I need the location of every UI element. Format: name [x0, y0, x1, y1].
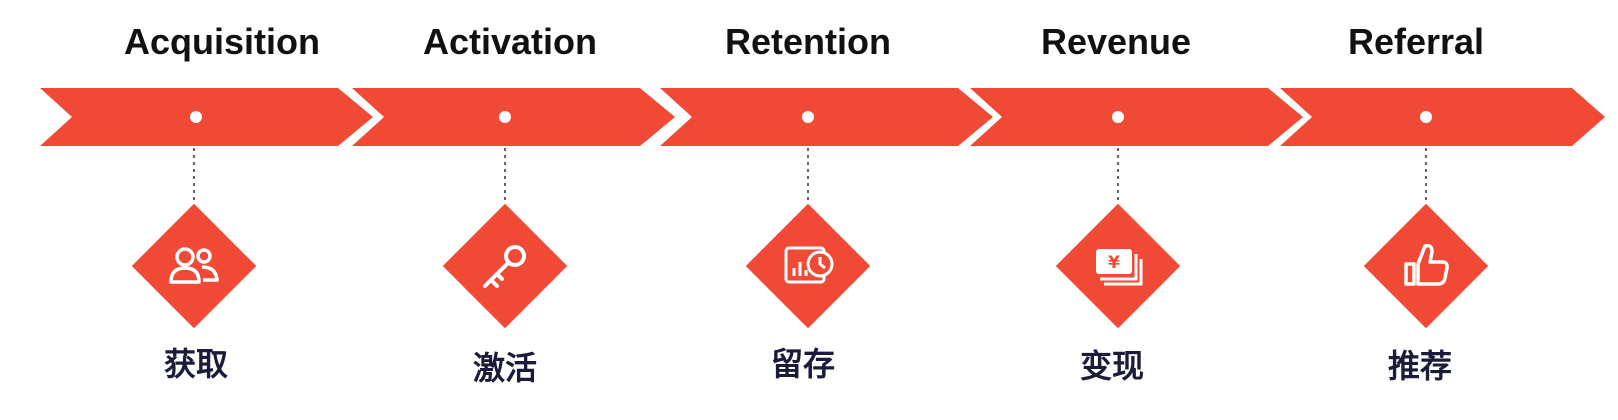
stage-label-cn: 推荐 [1388, 347, 1452, 385]
key-icon [483, 245, 526, 288]
thumbs-up-icon [1404, 243, 1449, 286]
stage-activation: Activation 激活 [352, 21, 675, 387]
timeline-dot [1112, 111, 1124, 123]
timeline-dot [802, 111, 814, 123]
stage-revenue: Revenue ¥ 变现 [970, 21, 1303, 385]
timeline-dot [190, 111, 202, 123]
svg-text:¥: ¥ [1108, 253, 1120, 273]
stage-label-cn: 留存 [771, 345, 835, 383]
thumbs-up-icon-badge [1363, 203, 1489, 329]
arrow-segment [970, 88, 1303, 146]
yen-bills-icon: ¥ [1096, 249, 1143, 286]
stage-title: Activation [423, 21, 597, 62]
key-icon-badge [442, 203, 568, 329]
stage-label-cn: 获取 [164, 345, 228, 383]
stage-acquisition: Acquisition 获取 [40, 21, 373, 383]
stage-title: Referral [1348, 21, 1484, 62]
arrow-segment [660, 88, 993, 146]
users-icon-badge [131, 203, 257, 329]
stage-label-cn: 变现 [1080, 347, 1144, 385]
yen-bills-icon-badge: ¥ [1055, 203, 1181, 329]
arrow-segment [1280, 88, 1605, 146]
stage-title: Acquisition [124, 21, 320, 62]
stage-title: Revenue [1041, 21, 1191, 62]
stage-referral: Referral 推荐 [1280, 21, 1605, 385]
dashboard-clock-icon-badge [745, 203, 871, 329]
dashboard-clock-icon [784, 246, 834, 284]
timeline-dot [499, 111, 511, 123]
arrow-segment [40, 88, 373, 146]
stage-label-cn: 激活 [473, 349, 537, 387]
stage-retention: Retention 留存 [660, 21, 993, 383]
arrow-segment [352, 88, 675, 146]
users-icon [169, 247, 219, 284]
timeline-dot [1420, 111, 1432, 123]
stage-title: Retention [725, 21, 891, 62]
